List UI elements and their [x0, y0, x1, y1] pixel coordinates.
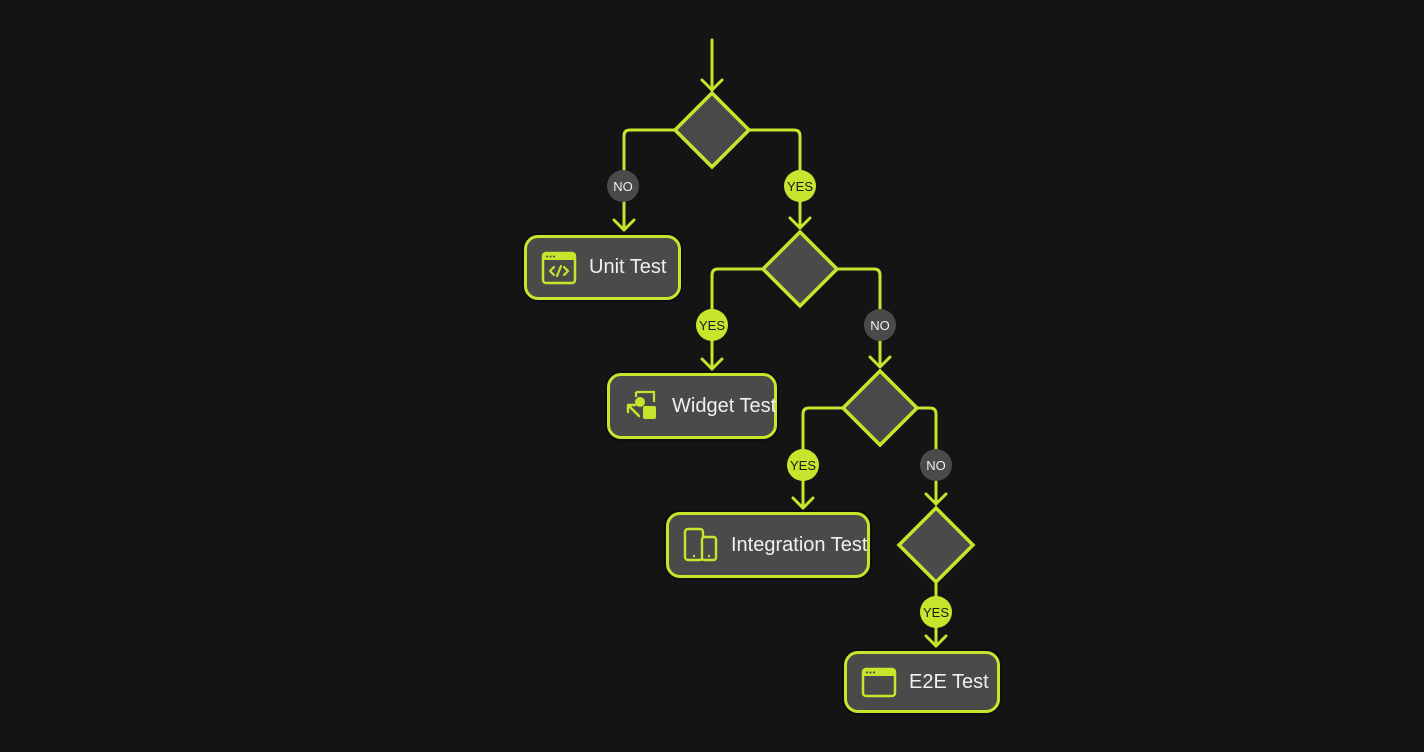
branch-badge-yes: YES	[787, 449, 819, 481]
widget-shapes-icon	[626, 390, 656, 419]
d2-no-arrowhead	[868, 355, 892, 369]
d2-no-connector	[834, 267, 882, 369]
d3-yes-arrowhead	[791, 496, 815, 510]
outcome-node-widget-test: Widget Test	[607, 373, 777, 439]
decision-diamond-3	[840, 368, 920, 448]
outcome-label: Widget Test	[672, 394, 777, 417]
branch-badge-yes: YES	[696, 309, 728, 341]
d2-yes-connector	[710, 267, 766, 371]
browser-window-icon	[861, 667, 897, 698]
d4-yes-arrowhead	[924, 634, 948, 648]
d3-no-arrowhead	[924, 492, 948, 506]
entry-arrowhead	[700, 78, 724, 92]
outcome-label: Unit Test	[589, 256, 667, 278]
d1-yes-connector	[746, 128, 802, 230]
branch-badge-yes: YES	[784, 170, 816, 202]
outcome-node-e2e-test: E2E Test	[844, 651, 1000, 713]
code-window-icon	[541, 251, 577, 284]
decision-diamond-2	[760, 229, 840, 309]
outcome-label: Integration Test	[731, 533, 868, 556]
outcome-node-integration-test: Integration Test	[666, 512, 870, 578]
d1-yes-arrowhead	[788, 216, 812, 230]
decision-diamond-4	[896, 505, 976, 585]
d1-no-arrowhead	[612, 218, 636, 232]
d3-yes-connector	[801, 406, 846, 510]
d3-no-connector	[914, 406, 938, 506]
outcome-label: E2E Test	[909, 670, 989, 693]
devices-icon	[683, 527, 718, 562]
branch-badge-yes: YES	[920, 596, 952, 628]
branch-badge-no: NO	[920, 449, 952, 481]
d2-yes-arrowhead	[700, 357, 724, 371]
branch-badge-no: NO	[607, 170, 639, 202]
d1-no-connector	[622, 128, 678, 232]
outcome-node-unit-test: Unit Test	[524, 235, 681, 300]
branch-badge-no: NO	[864, 309, 896, 341]
decision-diamond-1	[672, 90, 752, 170]
